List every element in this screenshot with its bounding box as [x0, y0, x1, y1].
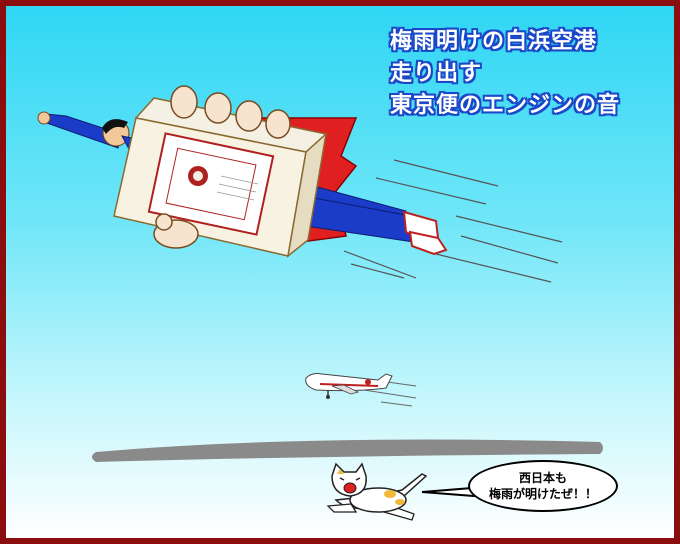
ground-shadow — [92, 439, 603, 462]
cat — [326, 462, 428, 521]
hero-hands — [153, 85, 291, 249]
speed-lines-hero — [343, 159, 563, 283]
speech-line-1: 西日本も — [518, 471, 567, 485]
hero-hair — [102, 119, 128, 134]
hero-fist — [37, 111, 51, 125]
haiku-line-3: 東京便のエンジンの音 — [390, 93, 621, 118]
speech-bubble-tail — [421, 486, 476, 498]
hero-boots — [402, 210, 448, 256]
illustration — [37, 85, 603, 521]
speech-bubble: 西日本も 梅雨が明けたぜ！！ — [468, 460, 618, 512]
speech-line-2: 梅雨が明けたぜ！！ — [488, 487, 597, 501]
haiku-line-2: 走り出す — [390, 61, 483, 86]
airplane — [305, 373, 417, 407]
haiku-text: 梅雨明けの白浜空港 走り出す 東京便のエンジンの音 — [390, 26, 620, 122]
haiku-line-1: 梅雨明けの白浜空港 — [390, 29, 598, 54]
